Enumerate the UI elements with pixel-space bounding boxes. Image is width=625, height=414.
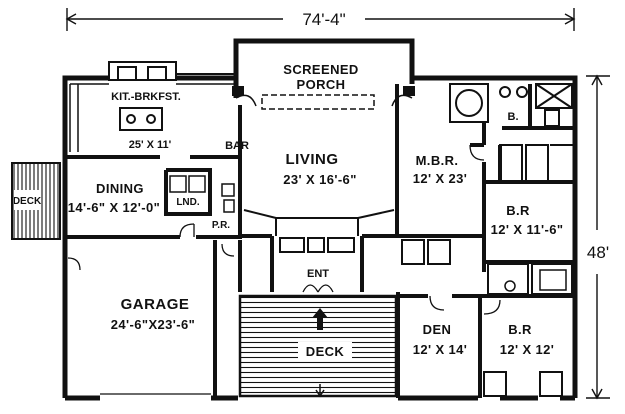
left-deck-label: DECK	[13, 196, 42, 207]
laundry-label: LND.	[176, 197, 200, 208]
depth-dimension: 48'	[587, 243, 609, 262]
kitchen-size: 25' X 11'	[129, 139, 172, 151]
kitchen-windows	[108, 61, 236, 81]
kitchen-label: KIT.-BRKFST.	[111, 91, 181, 103]
bar-label: BAR	[225, 140, 249, 152]
left-deck	[11, 162, 61, 240]
dining-label: DINING	[96, 181, 144, 196]
closets	[401, 144, 575, 397]
kitchen-island	[119, 107, 163, 131]
garage-size: 24'-6"X23'-6"	[111, 317, 195, 332]
width-dimension: 74'-4"	[302, 10, 345, 29]
porch-label-line2: PORCH	[297, 77, 346, 92]
garage-label: GARAGE	[121, 296, 190, 313]
entry-label: ENT	[307, 268, 329, 280]
kitchen-counters	[69, 83, 236, 152]
br3-label: B.R	[508, 322, 532, 337]
den-label: DEN	[423, 322, 452, 337]
bath-fixtures	[504, 269, 567, 292]
door-swings	[67, 144, 501, 315]
mbr-size: 12' X 23'	[413, 171, 468, 186]
interior-walls	[65, 84, 575, 398]
porch-columns	[232, 86, 415, 96]
den-size: 12' X 14'	[413, 342, 468, 357]
master-bath-label: B.	[508, 111, 519, 123]
br2-size: 12' X 11'-6"	[491, 222, 564, 237]
depth-dimension-line	[586, 74, 610, 400]
porch-door-arcs	[235, 94, 413, 107]
living-label: LIVING	[285, 151, 338, 168]
exterior-walls	[62, 38, 578, 401]
porch-label-line1: SCREENED	[283, 62, 358, 77]
front-deck	[238, 294, 398, 398]
br2-label: B.R	[506, 203, 530, 218]
dining-size: 14'-6" X 12'-0"	[68, 200, 160, 215]
fireplace	[243, 209, 395, 253]
br3-size: 12' X 12'	[500, 342, 555, 357]
mbr-label: M.B.R.	[416, 153, 459, 168]
porch-outline	[261, 94, 375, 110]
width-dimension-line	[65, 8, 576, 31]
laundry-fixtures	[169, 175, 235, 213]
living-size: 23' X 16'-6"	[283, 172, 357, 187]
master-bath-fixtures	[449, 83, 573, 127]
front-deck-label: DECK	[306, 344, 345, 359]
powder-room-label: P.R.	[212, 220, 230, 231]
